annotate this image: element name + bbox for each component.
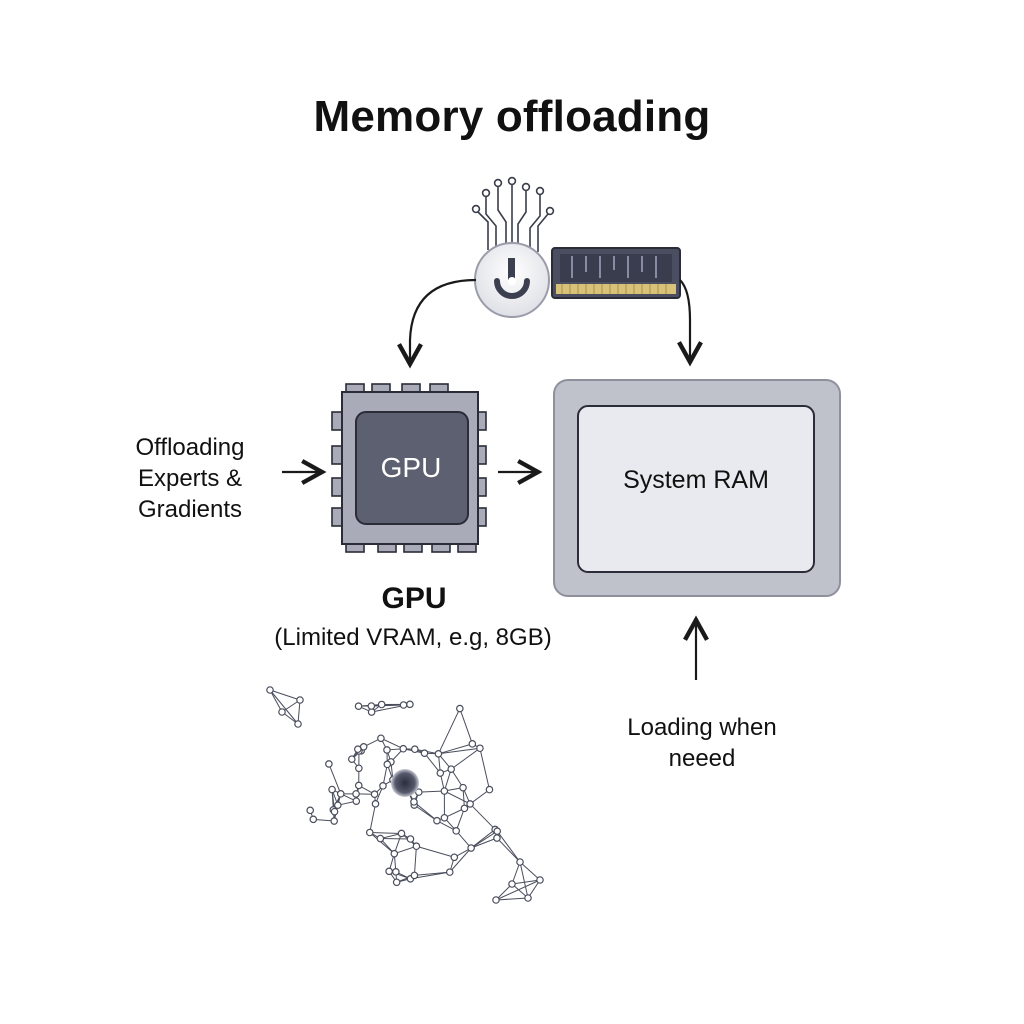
arrow-module-to-ram xyxy=(680,279,690,362)
gpu-caption-title: GPU xyxy=(381,582,447,615)
offloading-label-line3: Gradients xyxy=(137,496,243,523)
loading-label-line2: neeed xyxy=(668,745,736,772)
offloading-label: Offloading Experts & Gradients xyxy=(110,432,270,525)
offloading-label-line2: Experts & xyxy=(137,465,243,492)
ram-module-icon xyxy=(551,247,681,299)
system-ram-label: System RAM xyxy=(623,466,769,494)
gpu-chip-label: GPU xyxy=(380,452,442,483)
offloading-label-line1: Offloading xyxy=(135,434,245,461)
system-ram-box xyxy=(553,379,841,597)
arrow-hub-to-gpu xyxy=(410,278,477,364)
loading-label-line1: Loading when xyxy=(627,714,777,741)
gpu-caption-subtitle: (Limited VRAM, e.g, 8GB) xyxy=(274,624,552,651)
circuit-traces-icon xyxy=(471,176,555,252)
diagram-title: Memory offloading xyxy=(313,92,711,141)
loading-label: Loading when neeed xyxy=(592,712,812,774)
offload-controller-icon xyxy=(474,242,550,318)
gpu-chip-icon xyxy=(331,383,487,553)
neural-network-icon xyxy=(266,686,544,904)
